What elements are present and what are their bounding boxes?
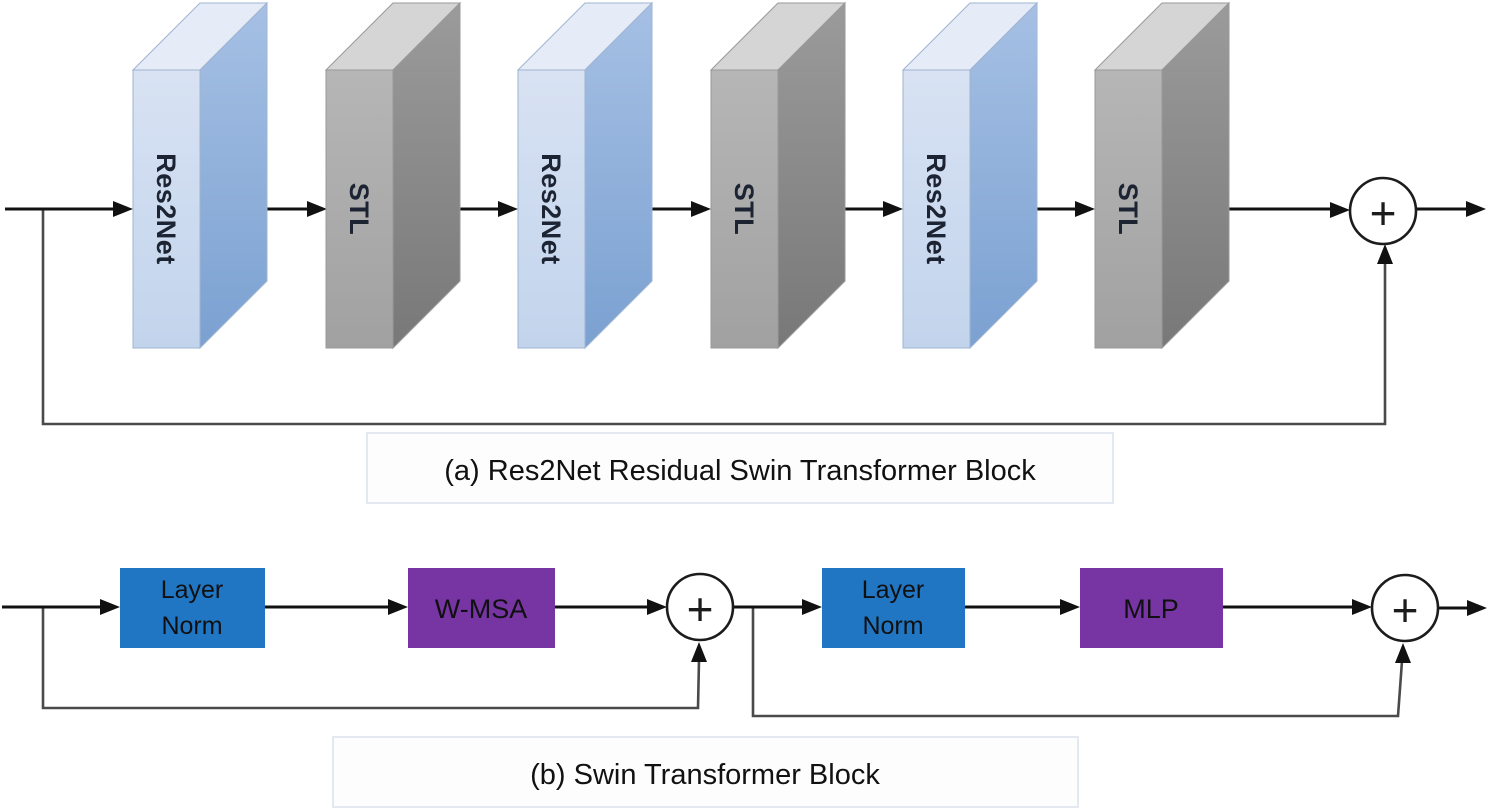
flow-arrowhead-a4 [883,201,903,217]
caption-box-b [332,736,1079,808]
flow-arrowhead-a1 [307,201,327,217]
wmsa-rect [408,568,555,648]
block-front-face [517,69,586,349]
add-node-a [1348,176,1418,246]
block-front-face [325,69,394,349]
layer-norm-2-label-line2: Norm [862,612,923,640]
caption-box-a [366,432,1114,504]
diagram-a: Res2Net STL Res2Net STL Res2 [5,1,1486,504]
flow-arrowhead-a5 [1075,201,1095,217]
block-label: Res2Net [536,153,566,265]
caption-a: (a) Res2Net Residual Swin Transformer Bl… [444,455,1036,487]
stl-block-2: STL [709,1,847,350]
block-label: Res2Net [151,153,181,265]
flow-arrowhead-a2 [498,201,518,217]
plus-symbol-b2: + [1392,584,1419,636]
flow-arrowhead-a3 [691,201,711,217]
block-label: STL [729,183,759,236]
block-front-face [710,69,779,349]
block-front-face [132,69,201,349]
layer-norm-1-label-line1: Layer [161,576,224,604]
res2net-block-2: Res2Net [516,1,654,350]
flow-arrowhead-b4 [1060,599,1080,615]
plus-symbol-b1: + [687,583,714,635]
caption-b: (b) Swin Transformer Block [530,759,880,791]
skip-connection-b1 [41,607,701,710]
mlp-rect [1080,568,1223,648]
block-label: Res2Net [921,153,951,265]
skip-connection-b2 [751,607,1404,718]
skip-arrowhead-b2 [1395,643,1411,663]
block-front-face [1094,69,1163,349]
output-arrowhead-b [1467,600,1487,616]
flow-arrowhead-b5 [1352,599,1372,615]
block-label: STL [344,183,374,236]
mlp-box: MLP [1080,568,1223,648]
block-label: STL [1113,183,1143,236]
add-node-b2 [1370,573,1440,643]
block-front-face [902,69,971,349]
layer-norm-1-label-line2: Norm [161,612,222,640]
add-node-b1 [665,572,735,642]
input-arrowhead-a [113,201,133,217]
wmsa-label: W-MSA [435,594,528,624]
layer-norm-1-box: Layer Norm [120,568,265,648]
output-arrowhead-a [1466,201,1486,217]
layer-norm-2-label-line1: Layer [862,576,925,604]
res2net-block-3: Res2Net [901,1,1039,350]
res2net-block-1: Res2Net [131,1,269,350]
layer-norm-2-rect [822,568,965,648]
wmsa-box: W-MSA [408,568,555,648]
plus-symbol-a: + [1370,187,1397,239]
layer-norm-2-box: Layer Norm [822,568,965,648]
flow-arrowhead-b3 [802,599,822,615]
flow-arrowhead-b2 [647,599,667,615]
layer-norm-1-rect [120,568,265,648]
flow-arrowhead-a6 [1330,202,1350,218]
stl-block-1: STL [324,1,462,350]
flow-arrowhead-b1 [388,599,408,615]
skip-connection-a [41,209,1387,426]
skip-arrowhead-a [1377,244,1393,264]
skip-arrowhead-b1 [691,642,707,662]
mlp-label: MLP [1123,594,1179,624]
stl-block-3: STL [1093,1,1231,350]
diagram-b: Layer Norm W-MSA + Layer Norm MLP + (b) … [2,568,1487,808]
input-arrowhead-b [100,599,120,615]
